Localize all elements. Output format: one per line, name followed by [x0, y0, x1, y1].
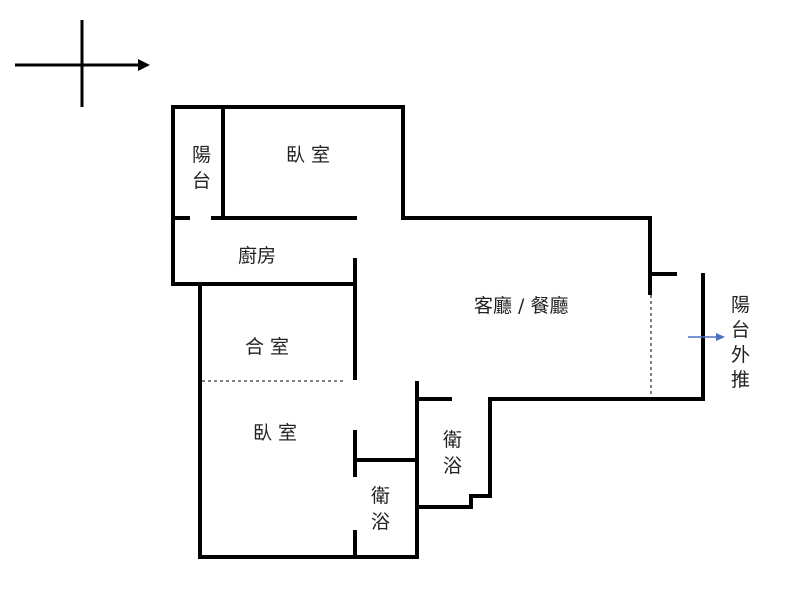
kitchen-label: 廚房 [238, 244, 276, 267]
bedroom-bottom-label: 臥 室 [253, 422, 297, 444]
walls [171, 105, 705, 559]
balcony-extend-label-3: 外 [731, 344, 750, 366]
bath-left-label-2: 浴 [371, 511, 390, 533]
storage-label: 合 室 [245, 336, 289, 358]
north-compass-icon [15, 20, 150, 107]
balcony-top-label-1: 陽 [192, 144, 211, 166]
bedroom-top-label: 臥 室 [286, 144, 330, 166]
living-dining-label: 客廳 / 餐廳 [474, 295, 568, 317]
arrow-right-icon [688, 333, 725, 341]
balcony-extend-label-1: 陽 [731, 294, 750, 316]
balcony-top-label-2: 台 [192, 170, 211, 192]
balcony-extend-label-2: 台 [731, 319, 750, 341]
bath-right-label-2: 浴 [443, 455, 462, 477]
dashed-partitions [202, 295, 652, 397]
bath-left-label-1: 衛 [371, 485, 390, 507]
balcony-extend-label-4: 推 [731, 369, 750, 391]
bath-right-label-1: 衛 [443, 429, 462, 451]
